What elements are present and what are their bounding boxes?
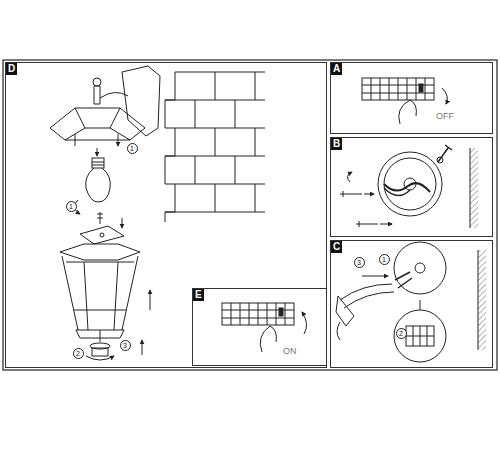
brick-wall [165, 72, 265, 222]
breaker-panel [222, 303, 307, 352]
callout-circle: 1 [379, 254, 390, 265]
callout-number: 1 [69, 203, 73, 210]
lantern-cap [50, 66, 160, 146]
callout-circle: 3 [354, 257, 365, 268]
callout-number: 1 [130, 145, 134, 152]
step-panel: D 1 1 2 3 [5, 62, 327, 368]
mounting-plate [340, 145, 478, 228]
callout-number: 2 [399, 330, 403, 337]
outer-frame [3, 60, 497, 370]
breaker-panel [362, 78, 447, 124]
callout-number: 2 [76, 350, 80, 357]
callout-circle: 2 [73, 348, 84, 359]
callout-circle: 2 [396, 328, 407, 339]
step-letter: E [193, 289, 204, 301]
step-letter: A [331, 63, 342, 75]
lantern-arm [336, 242, 486, 362]
step-panel: B [330, 137, 493, 237]
switch-state: OFF [436, 111, 454, 121]
step-letter: D [6, 63, 17, 75]
callout-circle: 1 [127, 143, 138, 154]
step-panel: C 3 1 2 [330, 240, 493, 368]
bulb [74, 148, 110, 214]
step-letter: C [331, 241, 342, 253]
callout-circle: 1 [66, 201, 77, 212]
step-letter: B [331, 138, 342, 150]
top-plate [80, 212, 124, 244]
base-knob [86, 330, 114, 360]
callout-circle: 3 [120, 340, 131, 351]
switch-state: ON [283, 346, 297, 356]
step-panel: A OFF [330, 62, 493, 134]
step-panel: E ON [192, 288, 327, 366]
callout-number: 3 [123, 342, 127, 349]
lantern-body [60, 244, 150, 355]
callout-number: 1 [382, 256, 386, 263]
callout-number: 3 [357, 259, 361, 266]
